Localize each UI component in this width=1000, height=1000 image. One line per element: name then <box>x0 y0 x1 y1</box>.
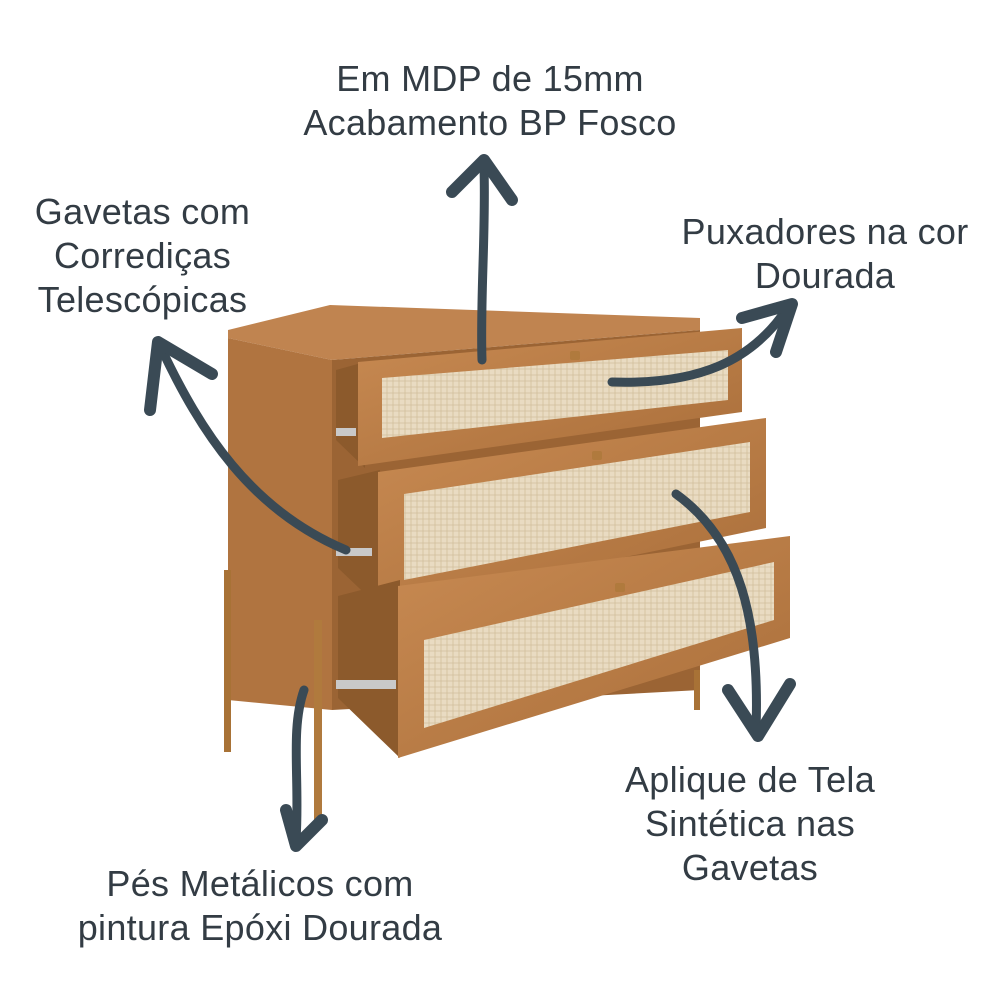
callout-arrows <box>144 154 798 852</box>
arrow-mesh-head <box>722 678 796 742</box>
arrow-handles-head <box>736 298 798 358</box>
dresser-top <box>228 305 700 360</box>
callout-material: Em MDP de 15mm Acabamento BP Fosco <box>250 57 730 145</box>
callout-slides: Gavetas com Corrediças Telescópicas <box>10 190 275 322</box>
arrow-feet-head <box>280 804 328 852</box>
handle-top <box>570 351 580 360</box>
arrow-material <box>477 163 489 365</box>
callout-slides-line2: Corrediças <box>53 235 232 276</box>
drawer-top-slide <box>336 428 356 436</box>
dresser-side-panel <box>228 338 332 710</box>
drawer-bottom-slide <box>336 680 396 689</box>
callout-slides-line1: Gavetas com <box>34 191 251 232</box>
leg-front-left <box>224 570 231 752</box>
leg-front-right <box>314 620 322 820</box>
arrow-handles <box>607 305 791 387</box>
callout-material-line1: Em MDP de 15mm <box>336 58 644 99</box>
callout-mesh-line2: Sintética nas <box>644 803 856 844</box>
callout-feet-line1: Pés Metálicos com <box>106 863 414 904</box>
drawer-bottom-mesh <box>424 562 774 728</box>
arrow-material-head <box>446 154 518 206</box>
callout-feet: Pés Metálicos com pintura Epóxi Dourada <box>40 862 480 950</box>
arrow-mesh <box>671 489 761 735</box>
drawer-top-mesh <box>382 350 728 438</box>
callout-mesh: Aplique de Tela Sintética nas Gavetas <box>570 758 930 890</box>
arrow-slides-head <box>144 336 218 416</box>
drawer-bottom <box>336 536 790 758</box>
callout-slides-line3: Telescópicas <box>37 279 248 320</box>
arrow-slides <box>157 345 351 555</box>
handle-bottom <box>615 583 625 592</box>
drawer-middle <box>336 418 766 608</box>
callout-handles: Puxadores na cor Dourada <box>655 210 995 298</box>
drawer-middle-slide <box>336 548 372 556</box>
callout-handles-line2: Dourada <box>754 255 896 296</box>
handle-middle <box>592 451 602 460</box>
leg-back-right <box>694 670 700 710</box>
callout-mesh-line1: Aplique de Tela <box>624 759 876 800</box>
drawer-middle-mesh <box>404 442 750 580</box>
drawer-top <box>336 328 742 468</box>
callout-feet-line2: pintura Epóxi Dourada <box>77 907 443 948</box>
callout-handles-line1: Puxadores na cor <box>681 211 969 252</box>
callout-material-line2: Acabamento BP Fosco <box>303 102 677 143</box>
dresser <box>224 305 790 820</box>
arrow-feet <box>291 685 309 845</box>
callout-mesh-line3: Gavetas <box>681 847 819 888</box>
